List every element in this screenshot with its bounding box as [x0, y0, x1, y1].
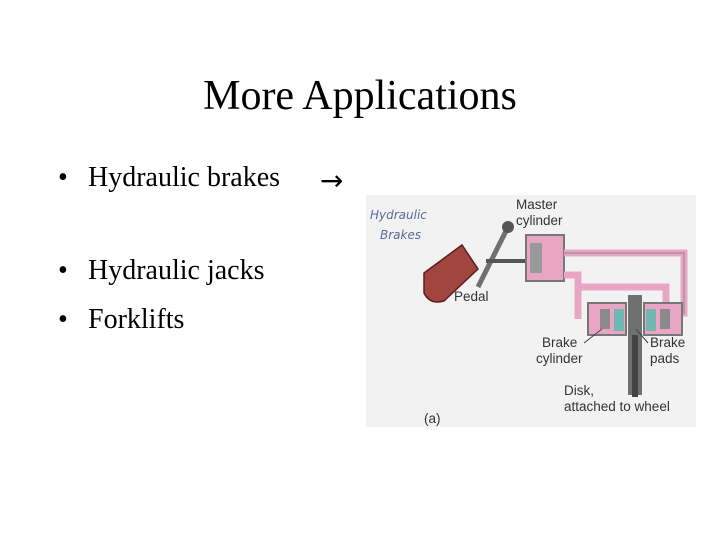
bullet-marker: • — [58, 304, 68, 335]
bullet-marker: • — [58, 255, 68, 286]
label-brake-pads-line2: pads — [650, 351, 680, 366]
pedal-lever — [475, 225, 511, 289]
brake-piston-left — [600, 309, 610, 329]
bullet-text: Hydraulic brakes — [88, 162, 281, 193]
pedal-pivot — [502, 221, 514, 233]
brake-pad-left — [614, 309, 624, 331]
fluid-line-left — [564, 271, 582, 319]
figure-caption: (a) — [424, 411, 441, 426]
label-master-cylinder-line2: cylinder — [516, 213, 563, 228]
label-pedal: Pedal — [454, 289, 489, 304]
hydraulic-brake-diagram: Hydraulic Brakes Pedal Master cylinder B… — [366, 195, 696, 427]
brake-piston-right — [660, 309, 670, 329]
bullet-item: • Hydraulic brakes — [58, 162, 280, 194]
wheel-axle — [632, 335, 638, 397]
brake-pad-right — [646, 309, 656, 331]
label-brake-cylinder-line1: Brake — [542, 335, 577, 350]
label-disk-line2: attached to wheel — [564, 399, 670, 414]
bullet-marker: • — [58, 162, 68, 193]
label-brake-cylinder-line2: cylinder — [536, 351, 583, 366]
bullet-text: Forklifts — [88, 304, 185, 335]
pedal-icon — [423, 243, 479, 303]
leader-brake-pads — [635, 328, 649, 344]
bullet-text: Hydraulic jacks — [88, 255, 265, 286]
leader-brake-cylinder — [583, 328, 603, 344]
handwritten-note-line1: Hydraulic — [370, 208, 427, 222]
slide-title: More Applications — [203, 73, 517, 119]
handwritten-note-line2: Brakes — [380, 228, 421, 242]
label-disk-line1: Disk, — [564, 383, 594, 398]
master-piston — [530, 243, 542, 273]
label-brake-pads-line1: Brake — [650, 335, 685, 350]
label-master-cylinder-line1: Master — [516, 197, 558, 212]
right-arrow-icon: → — [320, 164, 344, 197]
bullet-item: • Forklifts — [58, 304, 184, 336]
bullet-item: • Hydraulic jacks — [58, 255, 265, 287]
